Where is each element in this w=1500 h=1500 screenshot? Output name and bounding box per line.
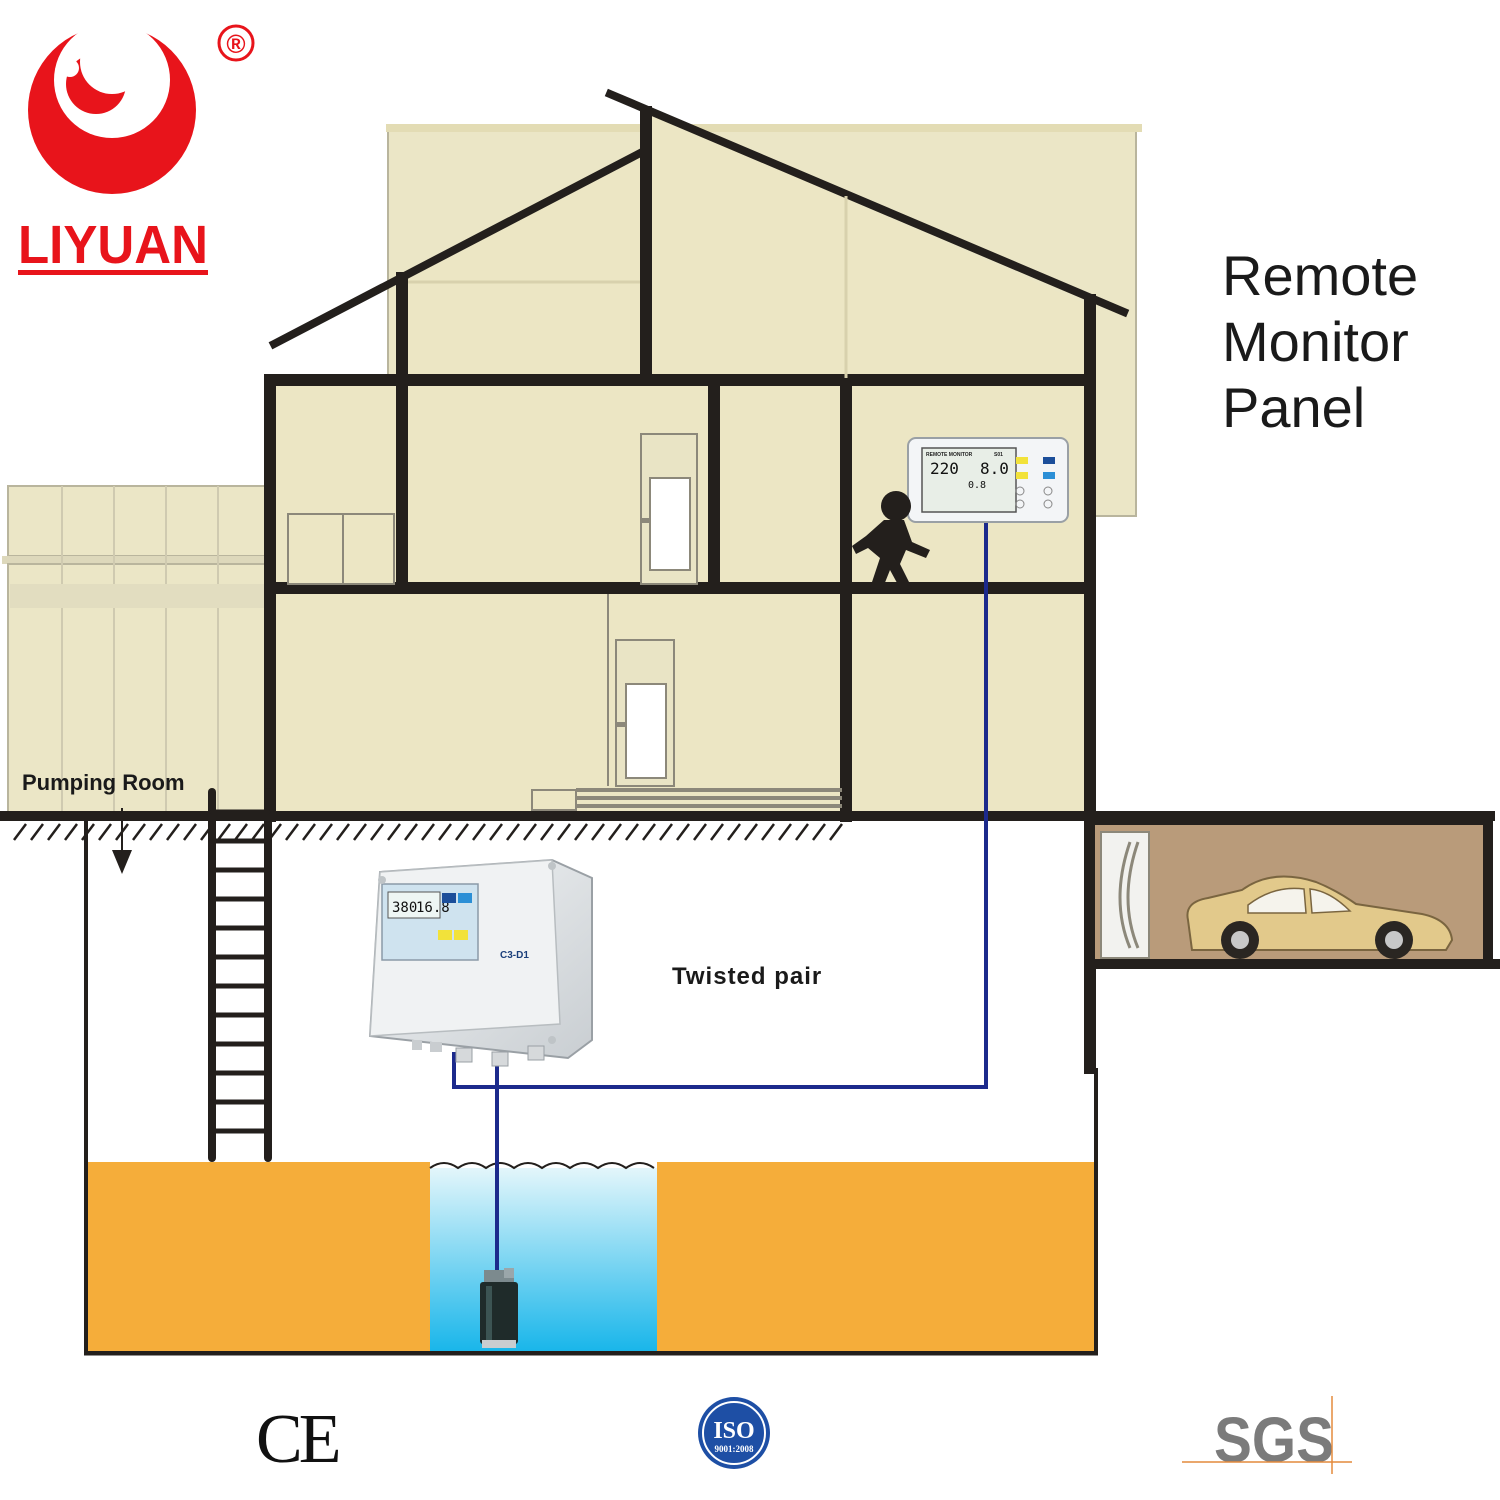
remote-label-line1: Remote [1222,244,1418,307]
hatch-stroke [744,823,758,841]
hatch-stroke [812,823,826,841]
hatch-stroke [47,823,61,841]
remote-panel-title: REMOTE MONITOR [926,452,973,458]
person-icon [852,491,930,592]
remote-label-line3: Panel [1222,376,1365,439]
sgs-text: SGS [1214,1404,1334,1476]
remote-voltage: 220 [930,459,959,478]
remote-current: 8.0 [980,459,1009,478]
hatch-stroke [625,823,639,841]
water-surface [429,1162,655,1170]
hatch-stroke [659,823,673,841]
hatch-stroke [438,823,452,841]
hatch-stroke [795,823,809,841]
remote-label-line2: Monitor [1222,310,1409,373]
hatch-stroke [574,823,588,841]
hatch-stroke [183,823,197,841]
hatch-stroke [217,823,231,841]
hatch-stroke [506,823,520,841]
controller-voltage: 380 [392,900,417,916]
water-well [430,1168,657,1351]
earth-right [657,1162,1094,1351]
hatch-stroke [234,823,248,841]
ladder [208,788,272,1162]
garage-door [1100,831,1150,959]
hatch-stroke [778,823,792,841]
remote-panel-model: S01 [994,452,1003,458]
hatch-stroke [489,823,503,841]
registered-mark: ® [226,29,245,59]
hatch-stroke [693,823,707,841]
hatch-stroke [132,823,146,841]
hatch-stroke [404,823,418,841]
lower-door [607,594,675,787]
hatch-stroke [455,823,469,841]
hatch-stroke [676,823,690,841]
upper-door [640,433,698,585]
twisted-pair-label: Twisted pair [672,963,822,990]
hatch-stroke [251,823,265,841]
background-building-left [2,485,267,813]
hatch-stroke [727,823,741,841]
hatch-stroke [540,823,554,841]
hatch-stroke [370,823,384,841]
ce-text: CE [256,1401,339,1478]
basement [84,816,1098,1356]
hatch-stroke [336,823,350,841]
hatch-stroke [285,823,299,841]
hatch-stroke [642,823,656,841]
hatch-stroke [319,823,333,841]
hatch-stroke [302,823,316,841]
hatch-stroke [472,823,486,841]
hatch-stroke [591,823,605,841]
earth-left [88,1162,430,1351]
liyuan-logo: ® LIYUAN [18,22,255,275]
hatch-stroke [353,823,367,841]
remote-monitor-panel: REMOTE MONITOR S01 220 8.0 0.8 [907,437,1069,523]
sgs-logo: SGS [1182,1396,1352,1476]
hatch-stroke [829,823,843,841]
hatch-stroke [98,823,112,841]
hatch-stroke [421,823,435,841]
controller-model: C3-D1 [500,950,529,961]
hatch-stroke [523,823,537,841]
pumping-room-label: Pumping Room [22,770,185,795]
iso-text: ISO [713,1418,754,1444]
car [1186,875,1454,959]
hatch-stroke [149,823,163,841]
stairs [531,788,842,811]
hatch-stroke [557,823,571,841]
brand-name: LIYUAN [18,215,208,275]
controller-current: 16.8 [416,900,450,916]
house-walls [0,88,1495,1074]
iso-standard: 9001:2008 [715,1444,754,1454]
pump-controller: 380 16.8 C3-D1 [368,858,593,1067]
twisted-pair-cable [452,520,988,1280]
hatch-stroke [608,823,622,841]
hatch-stroke [64,823,78,841]
hatch-stroke [13,823,27,841]
iso-logo: ISO 9001:2008 [698,1397,770,1469]
ground-hatching [13,823,843,841]
ce-mark: CE [256,1401,343,1478]
hatch-stroke [710,823,724,841]
pumping-room-arrow [112,808,132,874]
hatch-stroke [30,823,44,841]
hatch-stroke [166,823,180,841]
hatch-stroke [761,823,775,841]
cabinet [287,513,395,585]
submersible-pump [480,1268,518,1348]
remote-pressure: 0.8 [968,480,986,491]
hatch-stroke [387,823,401,841]
